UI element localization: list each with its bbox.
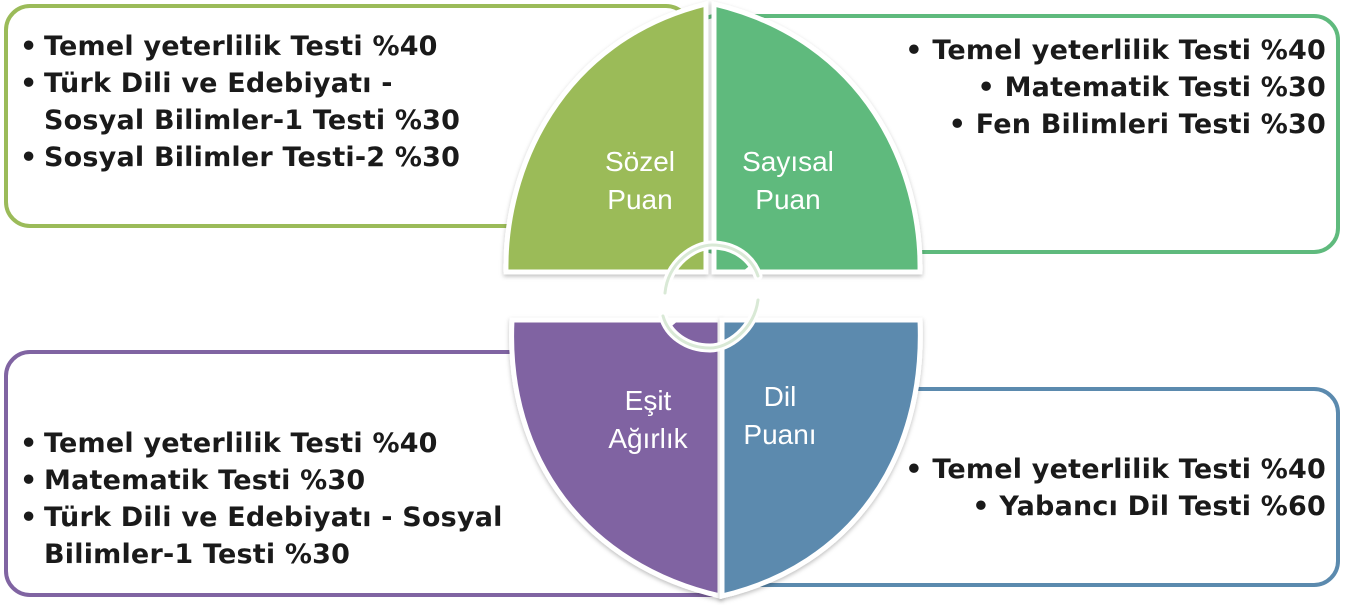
dil-list: Temel yeterlilik Testi %40 Yabancı Dil T…: [806, 451, 1326, 525]
esit-label-line1: Eşit: [624, 385, 672, 416]
list-item: Temel yeterlilik Testi %40: [806, 32, 1326, 69]
sozel-label-line2: Puan: [607, 184, 673, 215]
sayisal-list: Temel yeterlilik Testi %40 Matematik Tes…: [806, 32, 1326, 143]
sozel-list: Temel yeterlilik Testi %40 Türk Dili ve …: [20, 28, 490, 176]
dil-quadrant: [719, 317, 923, 600]
sayisal-label-line1: Sayısal: [742, 146, 834, 177]
list-item: Fen Bilimleri Testi %30: [806, 106, 1326, 143]
list-item: Sosyal Bilimler Testi-2 %30: [20, 139, 490, 176]
dil-label-line1: Dil: [763, 381, 797, 412]
list-item: Matematik Testi %30: [20, 462, 520, 499]
list-item: Yabancı Dil Testi %60: [806, 488, 1326, 525]
list-item: Türk Dili ve Edebiyatı - Sosyal Bilimler…: [20, 65, 490, 139]
sozel-quadrant: [503, 0, 709, 275]
sayisal-label: Sayısal Puan: [728, 143, 848, 219]
dil-label: Dil Puanı: [730, 378, 830, 454]
sayisal-quadrant: [711, 0, 923, 275]
sozel-label-line1: Sözel: [604, 146, 676, 177]
sayisal-label-line2: Puan: [755, 184, 821, 215]
esit-label: Eşit Ağırlık: [588, 382, 708, 458]
list-item: Türk Dili ve Edebiyatı - Sosyal Bilimler…: [20, 499, 520, 573]
esit-list: Temel yeterlilik Testi %40 Matematik Tes…: [20, 425, 520, 573]
list-item: Temel yeterlilik Testi %40: [806, 451, 1326, 488]
esit-quadrant: [509, 317, 723, 600]
esit-label-line2: Ağırlık: [608, 423, 688, 454]
refresh-cycle-icon: [658, 240, 763, 353]
list-item: Temel yeterlilik Testi %40: [20, 28, 490, 65]
sozel-label: Sözel Puan: [585, 143, 695, 219]
list-item: Matematik Testi %30: [806, 69, 1326, 106]
dil-label-line2: Puanı: [743, 419, 817, 450]
list-item: Temel yeterlilik Testi %40: [20, 425, 520, 462]
